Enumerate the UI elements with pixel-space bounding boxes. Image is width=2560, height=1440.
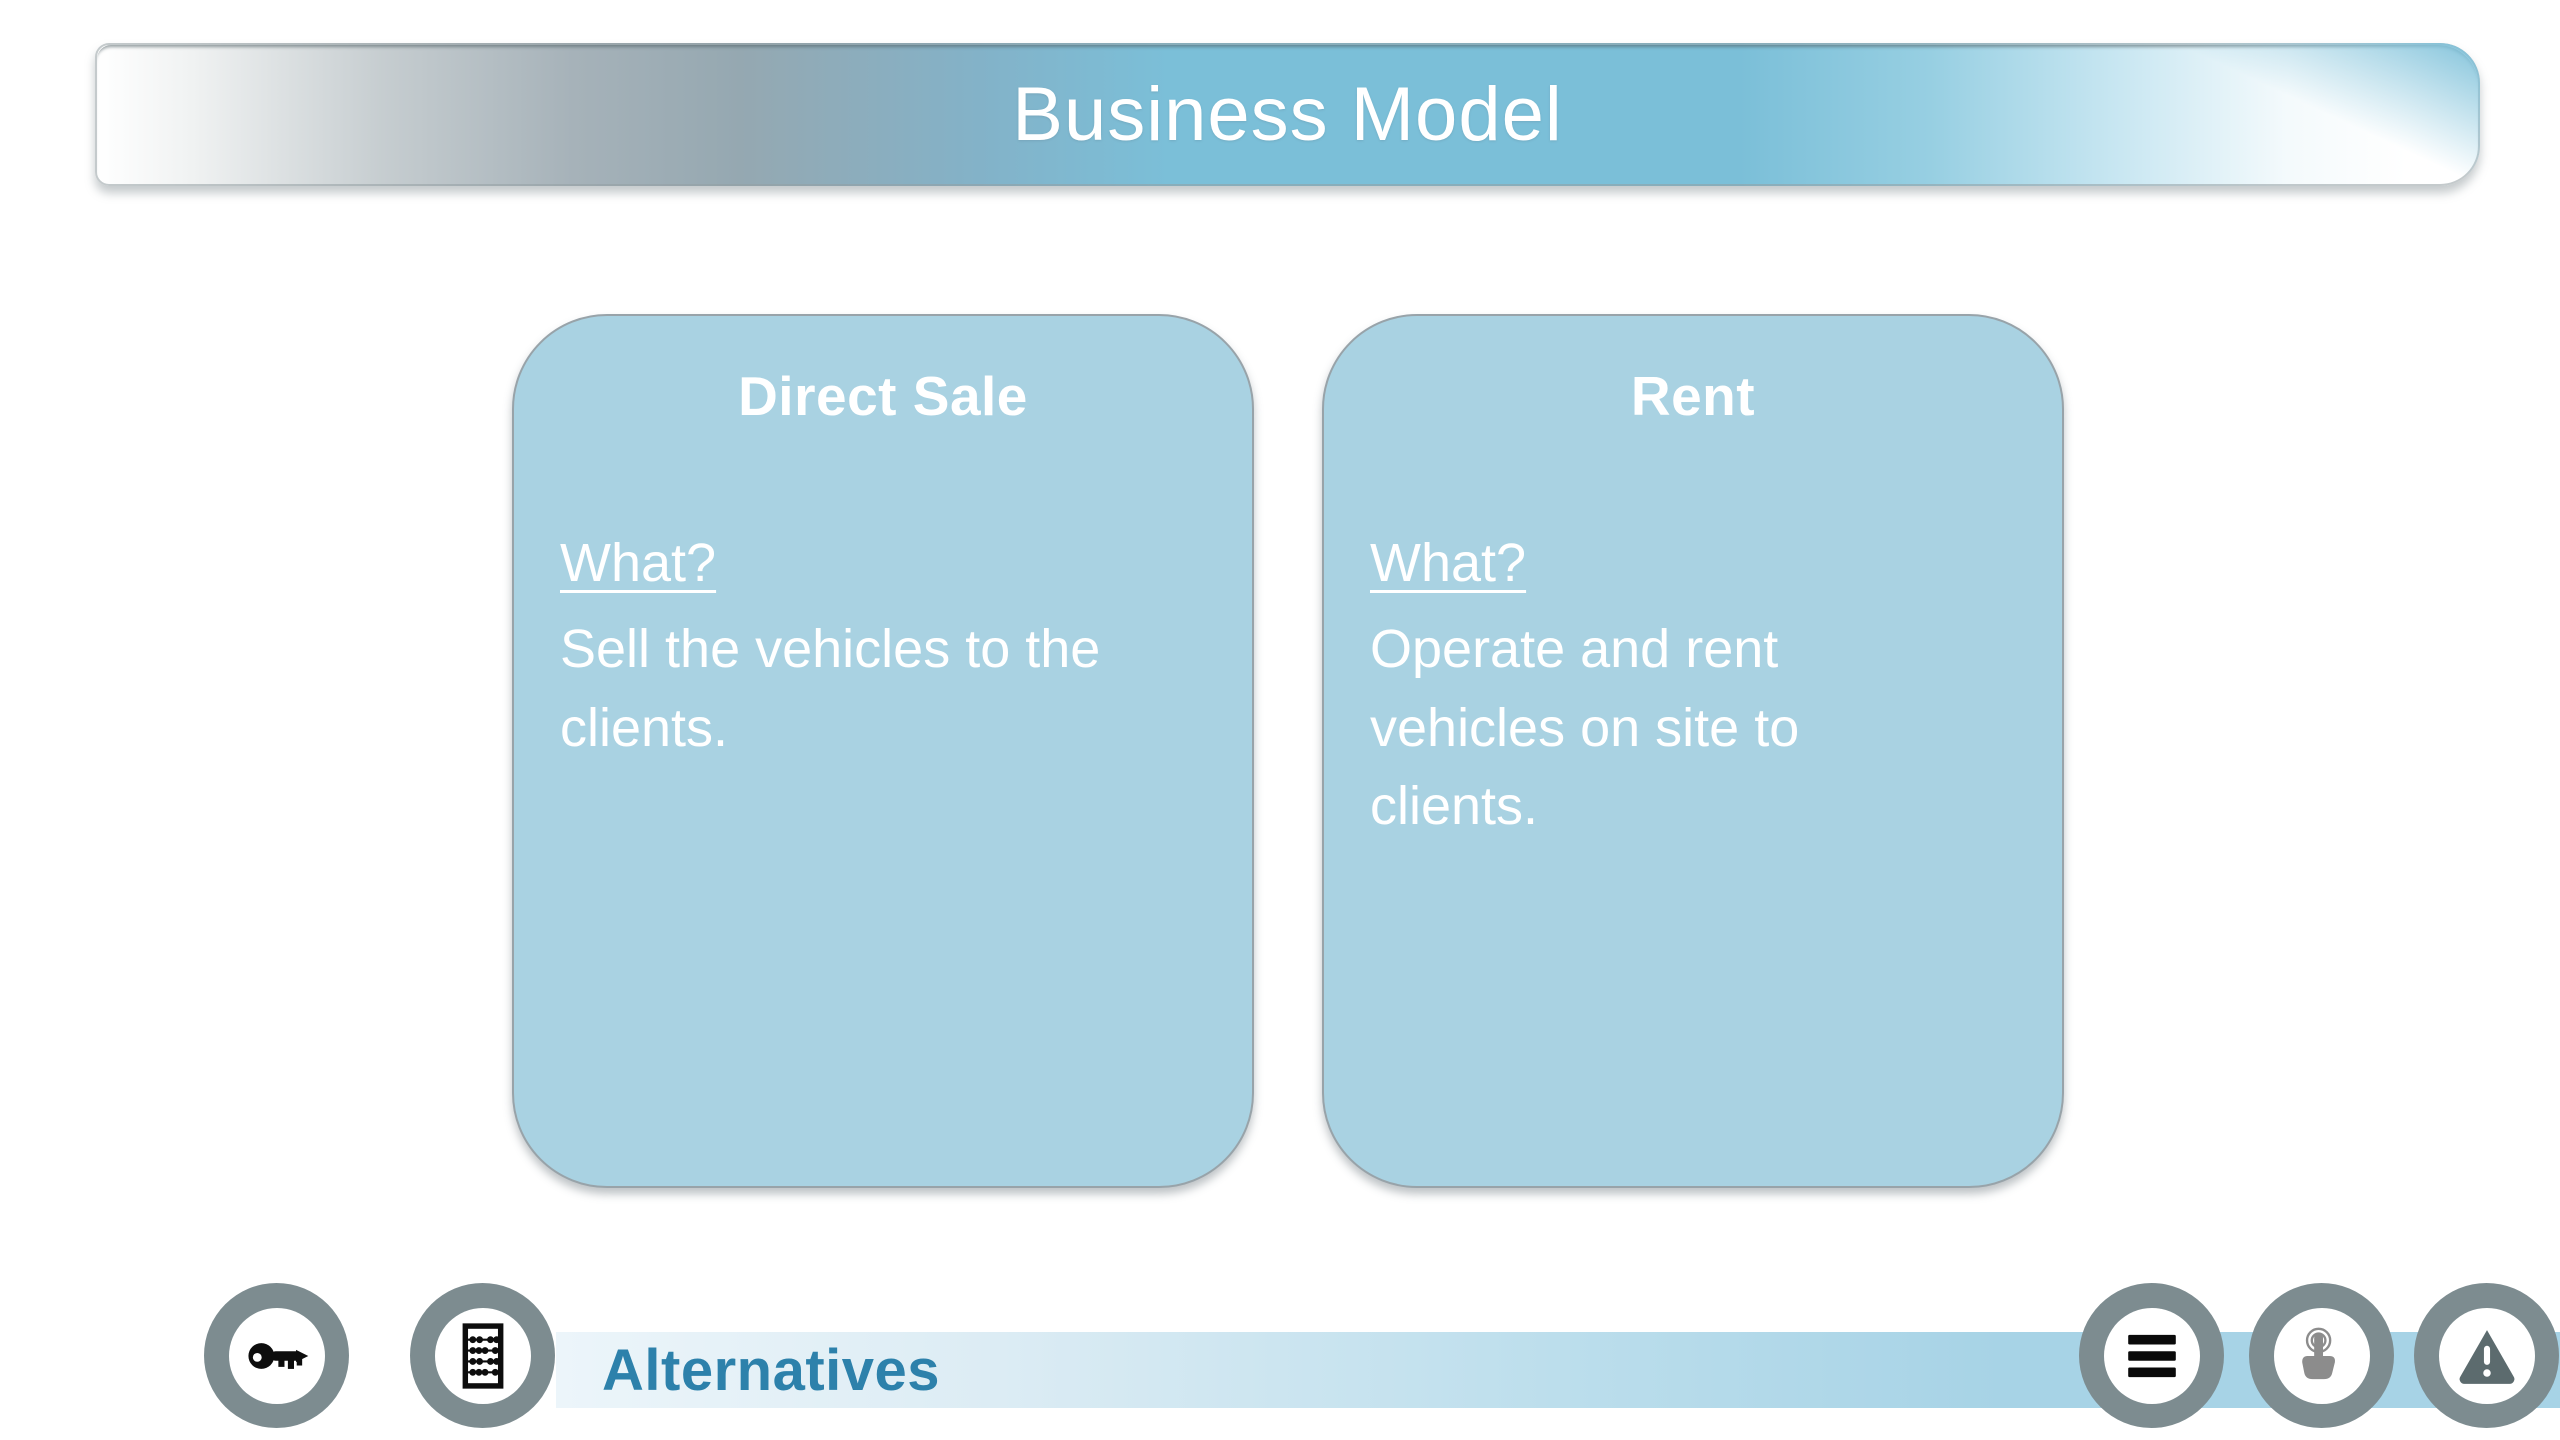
section-label: Alternatives	[602, 1337, 941, 1403]
key-icon	[247, 1342, 308, 1369]
warning-button-face	[2438, 1307, 2535, 1404]
key-button-face	[228, 1307, 325, 1404]
card-description: Sell the vehicles to the clients.	[560, 619, 1101, 758]
question-label: What?	[1370, 533, 1527, 593]
warning-button[interactable]	[2414, 1283, 2559, 1428]
menu-button-face	[2103, 1307, 2200, 1404]
menu-button[interactable]	[2079, 1283, 2224, 1428]
abacus-icon	[462, 1322, 503, 1389]
slide-title: Business Model	[1012, 72, 1563, 157]
footer-band	[556, 1332, 2560, 1408]
key-button[interactable]	[204, 1283, 349, 1428]
card-title: Direct Sale	[738, 365, 1028, 427]
touch-button[interactable]	[2249, 1283, 2394, 1428]
title-banner: Business Model	[95, 43, 2480, 186]
question-label: What?	[560, 533, 717, 593]
touch-button-face	[2273, 1307, 2370, 1404]
card-direct-sale: Direct Sale What? Sell the vehicles to t…	[512, 314, 1254, 1188]
menu-icon	[2127, 1334, 2176, 1377]
card-rent: Rent What? Operate and rent vehicles on …	[1322, 314, 2064, 1188]
touch-icon	[2301, 1327, 2335, 1379]
card-description: Operate and rent vehicles on site to cli…	[1370, 619, 1800, 836]
warning-icon	[2459, 1329, 2514, 1384]
card-body: What? Sell the vehicles to the clients.	[560, 524, 1212, 767]
abacus-button-face	[434, 1307, 531, 1404]
card-title: Rent	[1630, 365, 1756, 427]
abacus-button[interactable]	[410, 1283, 555, 1428]
card-body: What? Operate and rent vehicles on site …	[1370, 524, 2022, 845]
